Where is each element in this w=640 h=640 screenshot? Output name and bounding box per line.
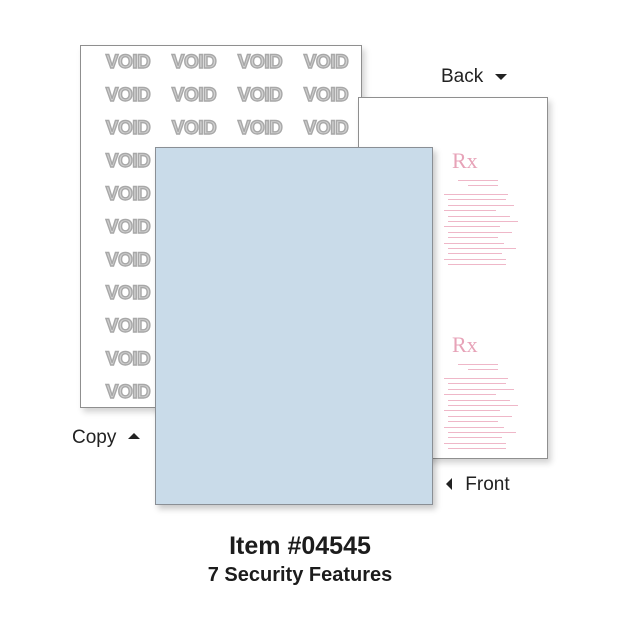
copy-label: Copy	[72, 427, 140, 449]
triangle-down-icon	[494, 73, 507, 80]
void-watermark: VOID	[171, 51, 217, 73]
rx-fine-print-line	[468, 185, 498, 186]
rx-fine-print-line	[444, 210, 496, 212]
rx-fine-print-line	[448, 432, 516, 433]
void-watermark: VOID	[105, 150, 151, 172]
void-watermark: VOID	[105, 183, 151, 205]
void-watermark: VOID	[105, 282, 151, 304]
rx-fine-print-line	[448, 231, 512, 233]
void-watermark: VOID	[237, 117, 283, 139]
security-features-subtitle: 7 Security Features	[207, 564, 393, 586]
void-watermark: VOID	[303, 84, 349, 106]
rx-fine-print-line	[444, 226, 500, 228]
rx-fine-print-line	[448, 248, 516, 249]
rx-fine-print-line	[448, 415, 512, 417]
item-number: Item #04545	[229, 532, 371, 560]
copy-label-text: Copy	[72, 427, 117, 448]
void-watermark: VOID	[105, 117, 151, 139]
product-caption: Item #04545 7 Security Features	[0, 530, 600, 588]
rx-fine-print-line	[448, 199, 506, 201]
rx-fine-print-line	[468, 369, 498, 370]
triangle-up-icon	[127, 433, 140, 440]
rx-fine-print-line	[448, 448, 506, 450]
void-watermark: VOID	[105, 249, 151, 271]
rx-fine-print-line	[448, 215, 510, 217]
rx-fine-print-line	[448, 383, 506, 385]
void-watermark: VOID	[237, 51, 283, 73]
triangle-left-icon	[446, 477, 452, 490]
void-watermark: VOID	[105, 315, 151, 337]
void-watermark: VOID	[171, 84, 217, 106]
rx-fine-print-line	[444, 242, 504, 244]
void-watermark: VOID	[303, 51, 349, 73]
rx-fine-print-line	[448, 399, 510, 401]
rx-symbol: Rx	[452, 148, 478, 173]
rx-fine-print-line	[448, 204, 514, 206]
void-watermark: VOID	[105, 381, 151, 403]
void-watermark: VOID	[171, 117, 217, 139]
rx-fine-print-line	[444, 378, 508, 379]
rx-fine-print-line	[448, 421, 498, 423]
void-watermark: VOID	[237, 84, 283, 106]
void-watermark: VOID	[105, 84, 151, 106]
void-watermark-grid: VOID VOID VOID VOID VOID VOID VOID VOID VOID VOID…	[81, 46, 361, 407]
back-label: Back	[441, 66, 507, 88]
rx-symbol: Rx	[452, 332, 478, 357]
void-watermark: VOID	[105, 51, 151, 73]
rx-fine-print-line	[448, 264, 506, 266]
rx-fine-print-line	[448, 437, 502, 439]
rx-fine-print-line	[444, 442, 506, 444]
rx-fine-print-line	[448, 253, 502, 255]
void-watermark: VOID	[303, 117, 349, 139]
rx-fine-print-line	[448, 221, 518, 222]
rx-fine-print-line	[448, 237, 498, 239]
rx-fine-print-line	[448, 388, 514, 390]
front-label-text: Front	[465, 474, 510, 495]
rx-fine-print-line	[458, 364, 498, 365]
rx-fine-print-line	[448, 405, 518, 406]
rx-fine-print-line	[444, 258, 506, 260]
rx-fine-print-line	[444, 194, 508, 195]
rx-fine-print-line	[444, 410, 500, 412]
void-watermark: VOID	[105, 216, 151, 238]
front-sheet	[155, 147, 433, 505]
rx-fine-print-line	[444, 426, 504, 428]
rx-fine-print-line	[458, 180, 498, 181]
rx-fine-print-line	[444, 394, 496, 396]
front-label: Front	[446, 474, 510, 496]
void-watermark: VOID	[105, 348, 151, 370]
back-label-text: Back	[441, 66, 484, 87]
